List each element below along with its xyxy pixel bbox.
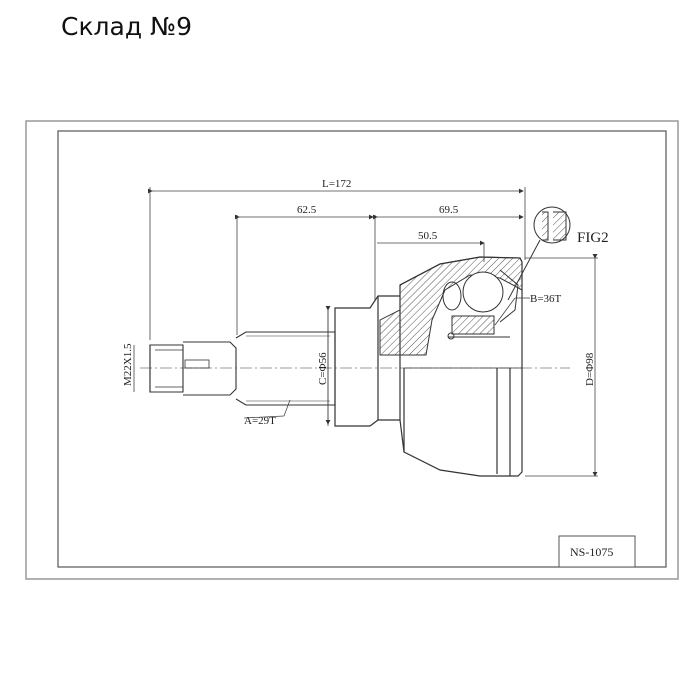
ball-cage [442,269,519,340]
inner-frame [57,130,667,568]
outer-frame [25,120,679,580]
dim-diameter-c: C=Φ56 [317,352,329,385]
dim-overall-length: L=172 [322,178,351,190]
housing-section-hatch [379,256,523,356]
threaded-end [149,341,237,396]
dim-spline-a: A=29T [244,415,276,427]
title-block [558,535,636,568]
part-number: NS-1075 [570,545,613,559]
detail-fig2 [507,206,571,301]
dim-thread: M22X1.5 [122,343,134,386]
dimension-lines [133,187,598,477]
page-title: Склад №9 [61,12,192,41]
detail-label: FIG2 [577,230,609,246]
dim-shaft-length: 62.5 [297,204,317,216]
dim-diameter-d: D=Φ98 [584,352,596,386]
dim-bell-length: 50.5 [418,230,438,242]
dim-spline-b: B=36T [530,293,562,305]
dim-housing-length: 69.5 [439,204,459,216]
